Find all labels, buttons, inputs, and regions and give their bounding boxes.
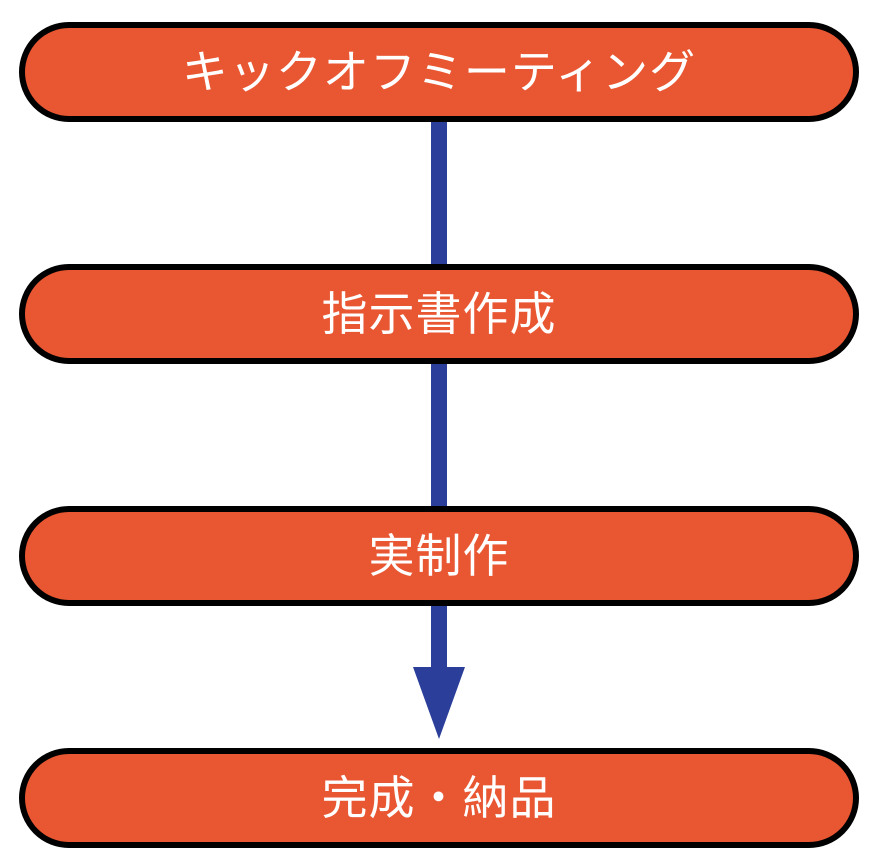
connector-line-3 (431, 602, 447, 672)
connector-line-1 (431, 118, 447, 268)
step-instruction-creation: 指示書作成 (19, 264, 859, 364)
step-label: キックオフミーティング (181, 45, 697, 99)
connector-line-2 (431, 360, 447, 510)
step-label: 完成・納品 (321, 771, 557, 825)
step-label: 指示書作成 (321, 287, 557, 341)
step-kickoff-meeting: キックオフミーティング (19, 22, 859, 122)
step-label: 実制作 (368, 529, 510, 583)
step-completion-delivery: 完成・納品 (19, 748, 859, 848)
step-production: 実制作 (19, 506, 859, 606)
arrowhead-icon (413, 667, 465, 739)
